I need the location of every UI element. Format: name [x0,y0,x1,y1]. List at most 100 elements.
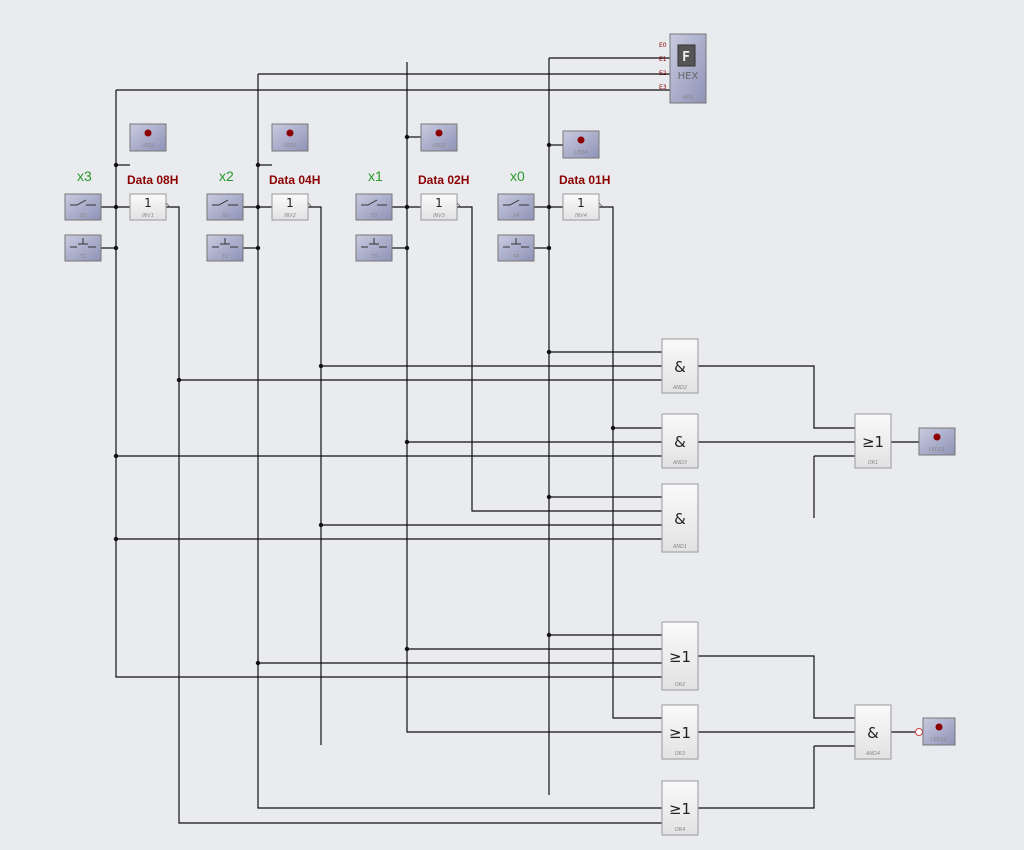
led-led11[interactable]: LED11 [918,427,956,456]
inverted-output-bubble [915,728,923,736]
var-label: x2 [219,168,234,184]
gate-name: OR1 [868,460,879,466]
led-name: LED4 [575,150,588,156]
hex-digit: F [682,50,690,65]
gate-symbol: & [674,433,686,451]
led-led12[interactable]: LED12 [922,717,956,746]
gate-and1[interactable]: & AND1 [661,483,699,553]
led-icon [286,129,294,137]
gate-name: INV2 [284,213,296,219]
led-icon [935,723,943,731]
wire-layer [101,57,923,824]
gate-or2[interactable]: ≥1 OR2 [661,621,699,691]
pushbutton-icon [70,238,96,248]
gate-name: INV1 [142,213,154,219]
var-label: x0 [510,168,525,184]
switch-icon [70,199,96,206]
push-button-t4[interactable]: T4 [497,234,535,262]
button-name: T2 [222,254,228,260]
gate-name: AND4 [865,751,880,757]
led-icon [577,136,585,144]
switch-name: S1 [80,213,86,219]
button-name: T1 [80,254,86,260]
hex-pin-label: E2 [659,70,667,77]
inverter-inv4[interactable]: 1 INV4 [562,193,604,221]
hex-label: HEX [678,71,699,82]
hex-pin-label: E3 [659,84,667,91]
led-icon [933,433,941,441]
seven-segment-icon [677,44,696,67]
gate-and3[interactable]: & AND3 [661,413,699,469]
hex-name: HEX [683,95,694,101]
gate-name: AND3 [672,460,687,466]
led-name: LED2 [284,143,297,149]
hex-display[interactable]: F HEX HEX E0 E1 E2 E3 [659,33,707,104]
led-icon [144,129,152,137]
led-name: LED12 [931,737,947,743]
switch-icon [361,199,387,206]
led-led3[interactable]: LED3 [420,123,458,152]
gate-or1[interactable]: ≥1 OR1 [854,413,892,469]
gate-and2[interactable]: & AND2 [661,338,699,394]
hex-pin-label: E1 [659,56,667,63]
gate-symbol: & [674,358,686,376]
push-button-t3[interactable]: T3 [355,234,393,262]
hex-pin-label: E0 [659,42,667,49]
button-name: T3 [371,254,377,260]
data-label: Data 01H [559,173,610,187]
gate-symbol: 1 [577,196,585,210]
gate-symbol: ≥1 [669,724,691,742]
led-led1[interactable]: LED1 [129,123,167,152]
input-x0: x0 Data 01H [510,168,610,187]
input-x3: x3 Data 08H [77,168,178,187]
switch-icon [212,199,238,206]
gate-or4[interactable]: ≥1 OR4 [661,780,699,836]
push-button-t2[interactable]: T2 [206,234,244,262]
push-button-t1[interactable]: T1 [64,234,102,262]
toggle-switch-s4[interactable]: S4 [497,193,535,221]
var-label: x1 [368,168,383,184]
gate-symbol: ≥1 [669,800,691,818]
switch-name: S2 [222,213,228,219]
gate-name: OR2 [675,682,686,688]
var-label: x3 [77,168,92,184]
gate-name: AND2 [672,385,687,391]
led-led4[interactable]: LED4 [562,130,600,159]
gate-name: OR3 [675,751,686,757]
gate-or3[interactable]: ≥1 OR3 [661,704,699,760]
data-label: Data 04H [269,173,320,187]
toggle-switch-s1[interactable]: S1 [64,193,102,221]
gate-name: INV3 [433,213,445,219]
input-x2: x2 Data 04H [219,168,320,187]
toggle-switch-s3[interactable]: S3 [355,193,393,221]
toggle-switch-s2[interactable]: S2 [206,193,244,221]
input-x1: x1 Data 02H [368,168,469,187]
gate-symbol: 1 [286,196,294,210]
led-name: LED1 [142,143,155,149]
gate-symbol: ≥1 [669,648,691,666]
inverter-inv1[interactable]: 1 INV1 [129,193,171,221]
led-led2[interactable]: LED2 [271,123,309,152]
gate-symbol: 1 [435,196,443,210]
junction-layer [113,134,616,666]
gate-symbol: ≥1 [862,433,884,451]
gate-symbol: 1 [144,196,152,210]
gate-name: INV4 [575,213,587,219]
led-name: LED3 [433,143,446,149]
inverter-inv3[interactable]: 1 INV3 [420,193,462,221]
switch-name: S3 [371,213,377,219]
switch-icon [503,199,529,206]
button-name: T4 [513,254,519,260]
inverter-inv2[interactable]: 1 INV2 [271,193,313,221]
data-label: Data 02H [418,173,469,187]
pushbutton-icon [361,238,387,248]
data-label: Data 08H [127,173,178,187]
gate-symbol: & [867,724,879,742]
gate-and4[interactable]: & AND4 [854,704,892,760]
led-name: LED11 [929,447,945,453]
pushbutton-icon [503,238,529,248]
gate-symbol: & [674,510,686,528]
gate-name: OR4 [675,827,686,833]
switch-name: S4 [513,213,519,219]
